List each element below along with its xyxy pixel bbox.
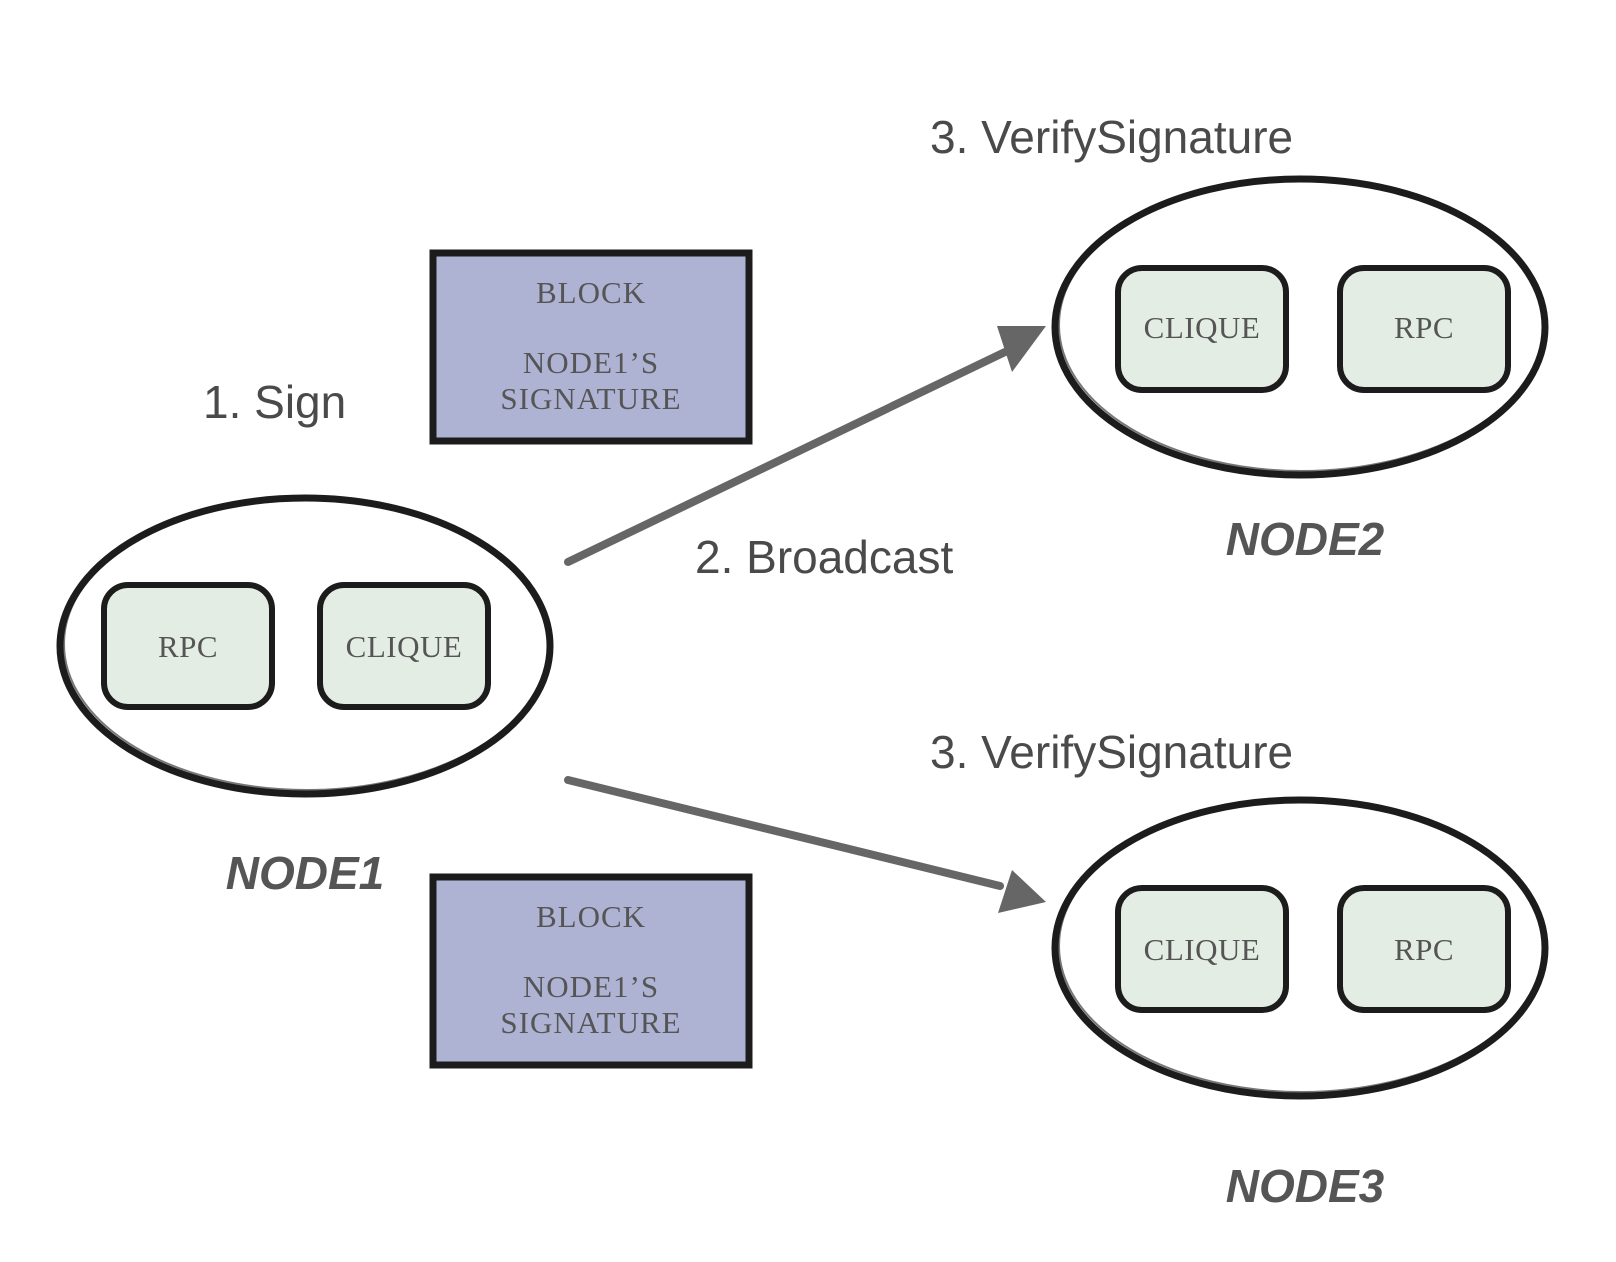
node3-label: NODE3 <box>1226 1160 1385 1212</box>
node1-module-rpc-label: RPC <box>158 629 218 664</box>
block-line2-top: SIGNATURE <box>500 381 681 416</box>
node1-module-clique-label: CLIQUE <box>346 629 463 664</box>
arrow-to-node2-line <box>564 348 1009 566</box>
arrow-to-node2 <box>564 326 1046 566</box>
node3: CLIQUE RPC NODE3 <box>1051 796 1549 1212</box>
node2-label: NODE2 <box>1226 513 1385 565</box>
step-sign-label: 1. Sign <box>203 376 346 428</box>
node2-boundary-sketch <box>1058 178 1546 472</box>
block-box-top <box>429 249 753 445</box>
arrow-to-node3-line <box>564 776 1004 890</box>
node1-label: NODE1 <box>226 847 384 899</box>
arrow-to-node3 <box>564 776 1046 913</box>
node2: CLIQUE RPC NODE2 <box>1051 175 1549 565</box>
node2-module-clique-label: CLIQUE <box>1144 310 1261 345</box>
node3-boundary-sketch <box>1058 799 1546 1093</box>
node2-module-rpc-label: RPC <box>1394 310 1454 345</box>
node2-module-rpc <box>1337 265 1511 393</box>
node3-module-rpc <box>1337 885 1511 1013</box>
block-line2-bottom: SIGNATURE <box>500 1005 681 1040</box>
arrow-to-node3-head <box>998 870 1046 913</box>
node1-boundary-sketch <box>63 497 551 791</box>
node3-module-rpc-label: RPC <box>1394 932 1454 967</box>
block-title-bottom: BLOCK <box>536 899 646 934</box>
step-verify-label-top: 3. VerifySignature <box>930 111 1293 163</box>
node3-module-clique-label: CLIQUE <box>1144 932 1261 967</box>
block-title-top: BLOCK <box>536 275 646 310</box>
node1-module-rpc <box>101 582 275 710</box>
block-line1-bottom: NODE1’S <box>523 969 659 1004</box>
step-verify-label-bottom: 3. VerifySignature <box>930 726 1293 778</box>
block-message-top: BLOCK NODE1’S SIGNATURE <box>429 249 753 445</box>
node1: RPC CLIQUE NODE1 <box>56 494 554 899</box>
block-box-bottom <box>429 873 753 1069</box>
block-message-bottom: BLOCK NODE1’S SIGNATURE <box>429 873 753 1069</box>
node3-module-clique <box>1115 885 1289 1013</box>
node1-module-clique <box>317 582 491 710</box>
arrow-to-node2-head <box>997 326 1046 372</box>
step-broadcast-label: 2. Broadcast <box>695 531 953 583</box>
node2-module-clique <box>1115 265 1289 393</box>
block-line1-top: NODE1’S <box>523 345 659 380</box>
